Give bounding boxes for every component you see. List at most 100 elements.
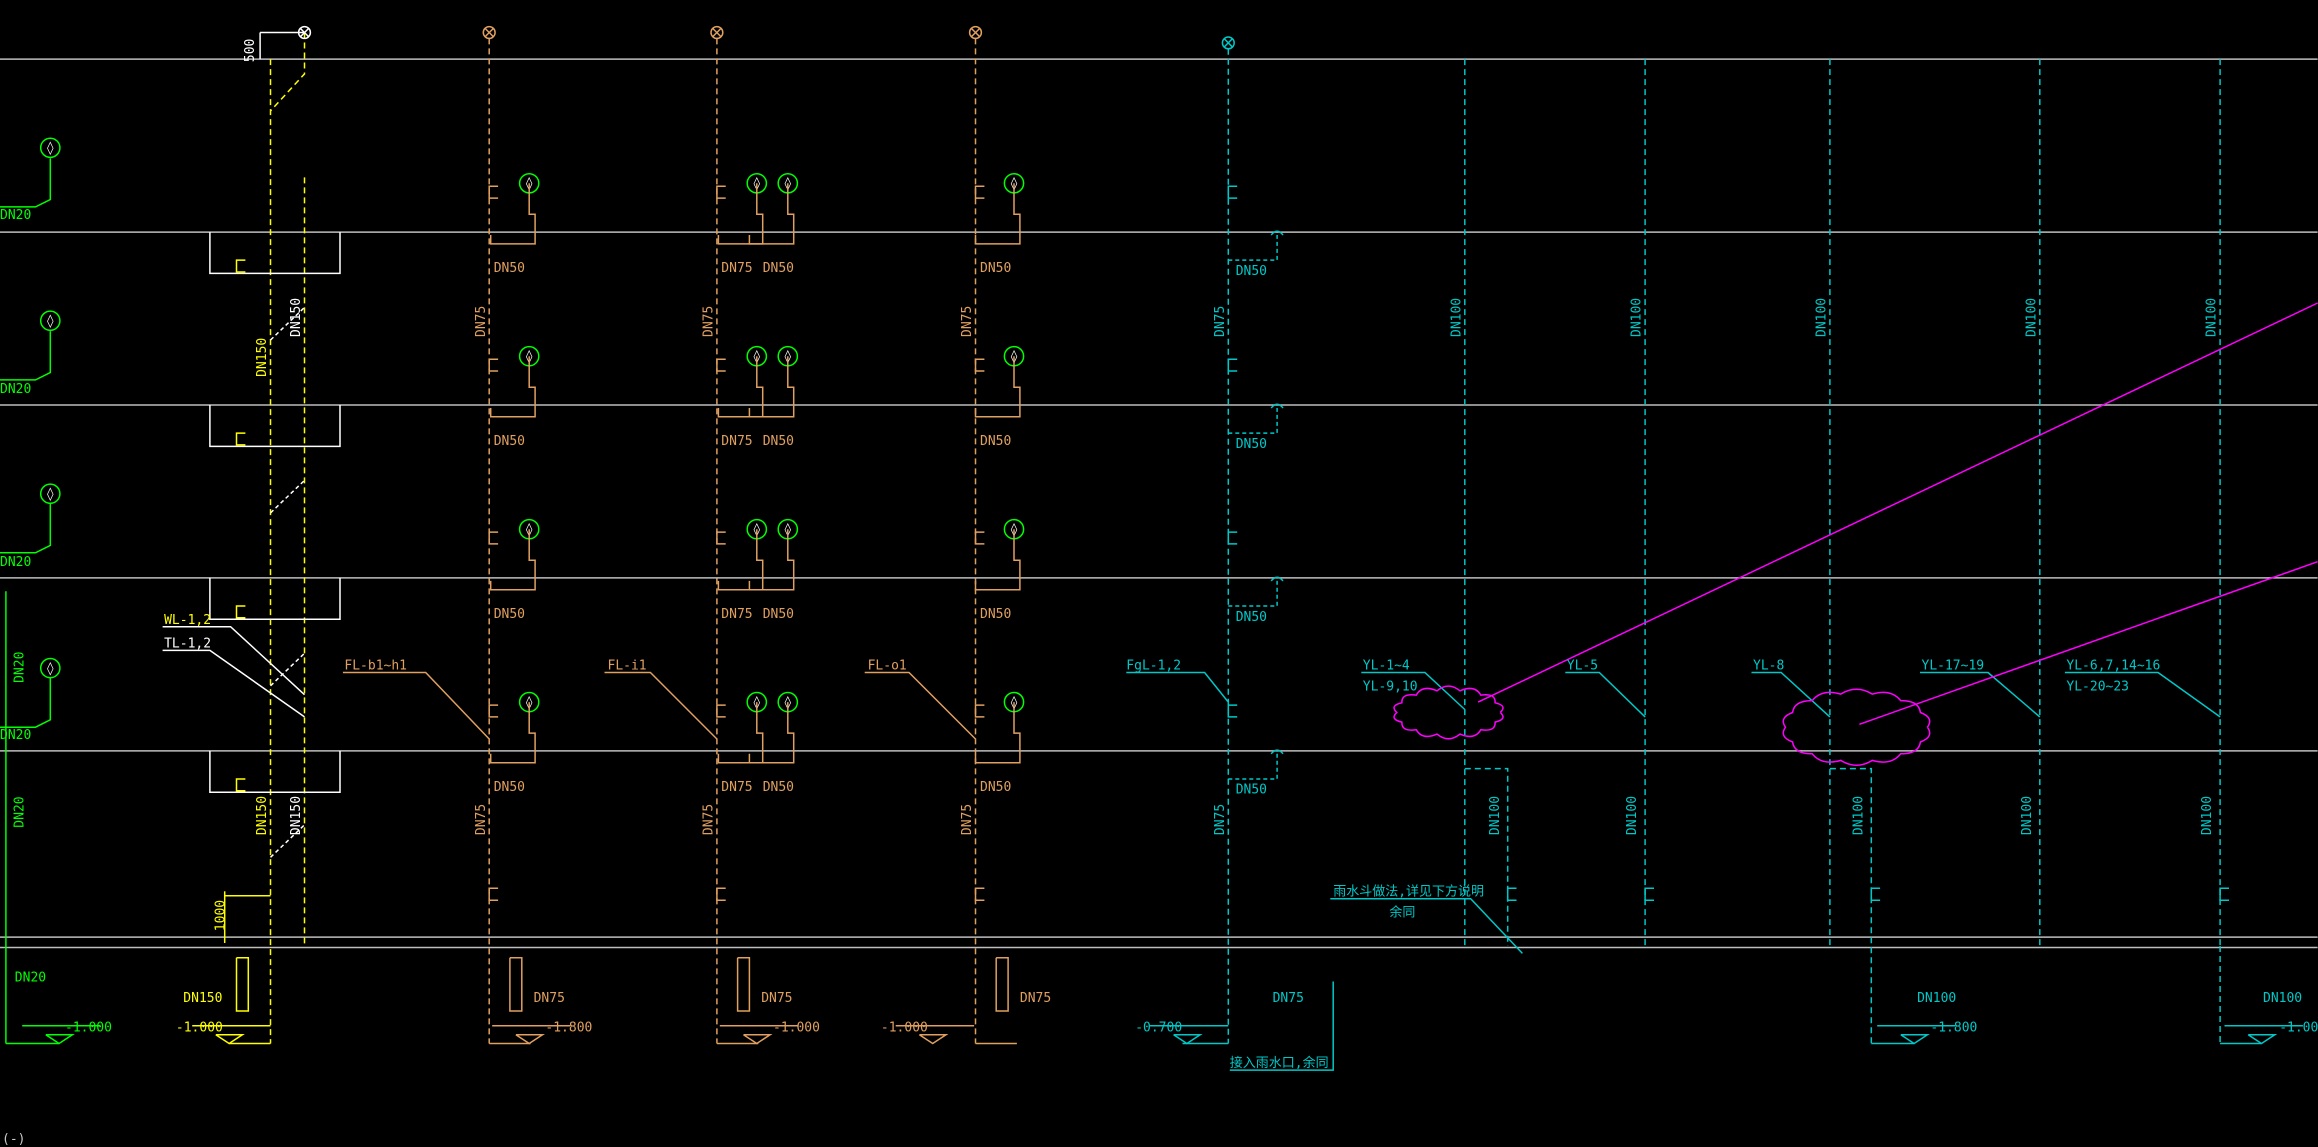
pipe-size-label: DN100: [2263, 991, 2302, 1006]
trap-icon: [1270, 230, 1284, 236]
pipe-size-label: DN100: [2020, 796, 2035, 835]
cleanout-icon: [488, 358, 499, 372]
stack-tag: WL-1,2: [164, 613, 211, 628]
fixture-glyph: ◊: [46, 487, 54, 502]
elevation-label: -1.000: [2279, 1021, 2318, 1036]
pipe-size-label: DN150: [255, 338, 270, 377]
trap-branch: [1228, 753, 1278, 780]
floor-lines: [0, 58, 2318, 949]
trap-branch: [748, 356, 795, 418]
elevation-marker: [45, 1033, 75, 1045]
pipe-size-label: DN75: [761, 991, 792, 1006]
pipe-size-label: DN100: [1917, 991, 1956, 1006]
tag-leader: [1330, 897, 1523, 954]
trap-branch: [717, 356, 764, 418]
trap-branch: [717, 183, 764, 245]
pipe-size-label: DN50: [763, 434, 794, 449]
pipe-size-label: DN150: [255, 796, 270, 835]
revision-cloud-icon: [1782, 688, 1931, 766]
tag-leaders: [162, 625, 2221, 954]
stack-tag: FL-o1: [868, 659, 907, 674]
pipe-joint-icon: [736, 957, 751, 1012]
pipe-size-label: DN100: [1625, 796, 1640, 835]
trap-branch: [1228, 580, 1278, 607]
trap-branch: [974, 356, 1021, 418]
pipe-size-label: DN50: [980, 607, 1011, 622]
vent-connect: [269, 824, 306, 858]
pipe-size-label: DN20: [15, 971, 46, 986]
fixture-icon: ◊: [39, 483, 61, 505]
elevation-marker: [1173, 1033, 1203, 1045]
cleanout-icon: [488, 185, 499, 199]
branch-pipe: [0, 678, 52, 728]
cleanout-icon: [1644, 887, 1654, 901]
cleanout-icon: [974, 358, 985, 372]
vent-offset: [269, 32, 306, 112]
revision-line: [1477, 302, 2318, 703]
fixture-circle: [39, 483, 61, 505]
fixture-glyph: ◊: [46, 314, 54, 329]
cleanout-icon: [716, 358, 726, 372]
ucs-indicator: (-): [2, 1132, 26, 1147]
vent-cap-circle: [1221, 36, 1235, 50]
tag-leader: [864, 671, 977, 740]
cleanout-icon: [488, 887, 499, 901]
cleanout-icon: [1227, 358, 1238, 372]
stack-tag: TL-1,2: [164, 636, 211, 651]
elevation-label: -1.800: [1930, 1021, 1977, 1036]
branch-pipe: [0, 158, 52, 208]
pipe-size-label: DN100: [2205, 298, 2220, 337]
revision-cloud-icon: [1393, 685, 1504, 740]
pipe-network: [0, 31, 2262, 1071]
pipe-size-label: DN50: [1236, 610, 1267, 625]
elevation-label: -1.000: [881, 1021, 928, 1036]
vent-cap-icon: [968, 25, 983, 40]
pipe-size-label: DN150: [289, 796, 304, 835]
stack-tag: YL-1~4: [1363, 659, 1410, 674]
pipe-size-label: DN50: [1236, 783, 1267, 798]
trap-branch: [748, 183, 795, 245]
cleanout-icon: [974, 704, 985, 718]
pipe-size-label: DN75: [1213, 804, 1228, 835]
pipe-size-label: DN50: [763, 780, 794, 795]
cleanout-icon: [974, 887, 985, 901]
trap-icon: [1270, 576, 1284, 582]
stack-tag: FgL-1,2: [1126, 659, 1181, 674]
branch-pipe: [0, 331, 52, 381]
pipe-size-label: DN75: [960, 306, 975, 337]
vent-connect: [269, 306, 306, 341]
cleanout-icon: [235, 778, 246, 792]
pipe-size-label: DN75: [474, 804, 489, 835]
cleanout-icon: [716, 887, 726, 901]
cleanout-icon: [974, 185, 985, 199]
trap-branch: [489, 356, 536, 418]
cleanout-icon: [235, 259, 246, 273]
tag-leader: [1920, 671, 2041, 718]
trap-branch: [489, 702, 536, 764]
vent-cap-circle: [710, 25, 724, 40]
stack-tag: YL-17~19: [1922, 659, 1985, 674]
elevation-marker: [743, 1033, 773, 1045]
pipe-size-label: DN75: [721, 607, 752, 622]
vent-cap-circle: [968, 25, 983, 40]
slab-sleeve: [209, 750, 341, 794]
tag-leader: [1126, 671, 1229, 703]
tag-leader: [604, 671, 718, 740]
note-label: 雨水斗做法,详见下方说明: [1333, 884, 1484, 900]
trap-branch: [489, 183, 536, 245]
pipe-size-label: DN100: [2200, 796, 2215, 835]
vent-cap-icon: [710, 25, 724, 40]
trap-branch: [974, 183, 1021, 245]
trap-branch: [717, 702, 764, 764]
fixture-circle: [39, 137, 61, 159]
pipe-size-label: DN100: [1449, 298, 1464, 337]
trap-branch: [748, 702, 795, 764]
vent-connect: [269, 652, 306, 687]
pipe-size-label: DN75: [721, 261, 752, 276]
pipe-joint-icon: [509, 957, 523, 1012]
vent-cap-hatch: [299, 27, 310, 38]
elevation-label: -0.700: [1135, 1021, 1182, 1036]
vent-cap-circle: [297, 25, 312, 40]
pipe-joint-icon: [995, 957, 1009, 1012]
pipe-size-label: DN100: [1630, 298, 1645, 337]
